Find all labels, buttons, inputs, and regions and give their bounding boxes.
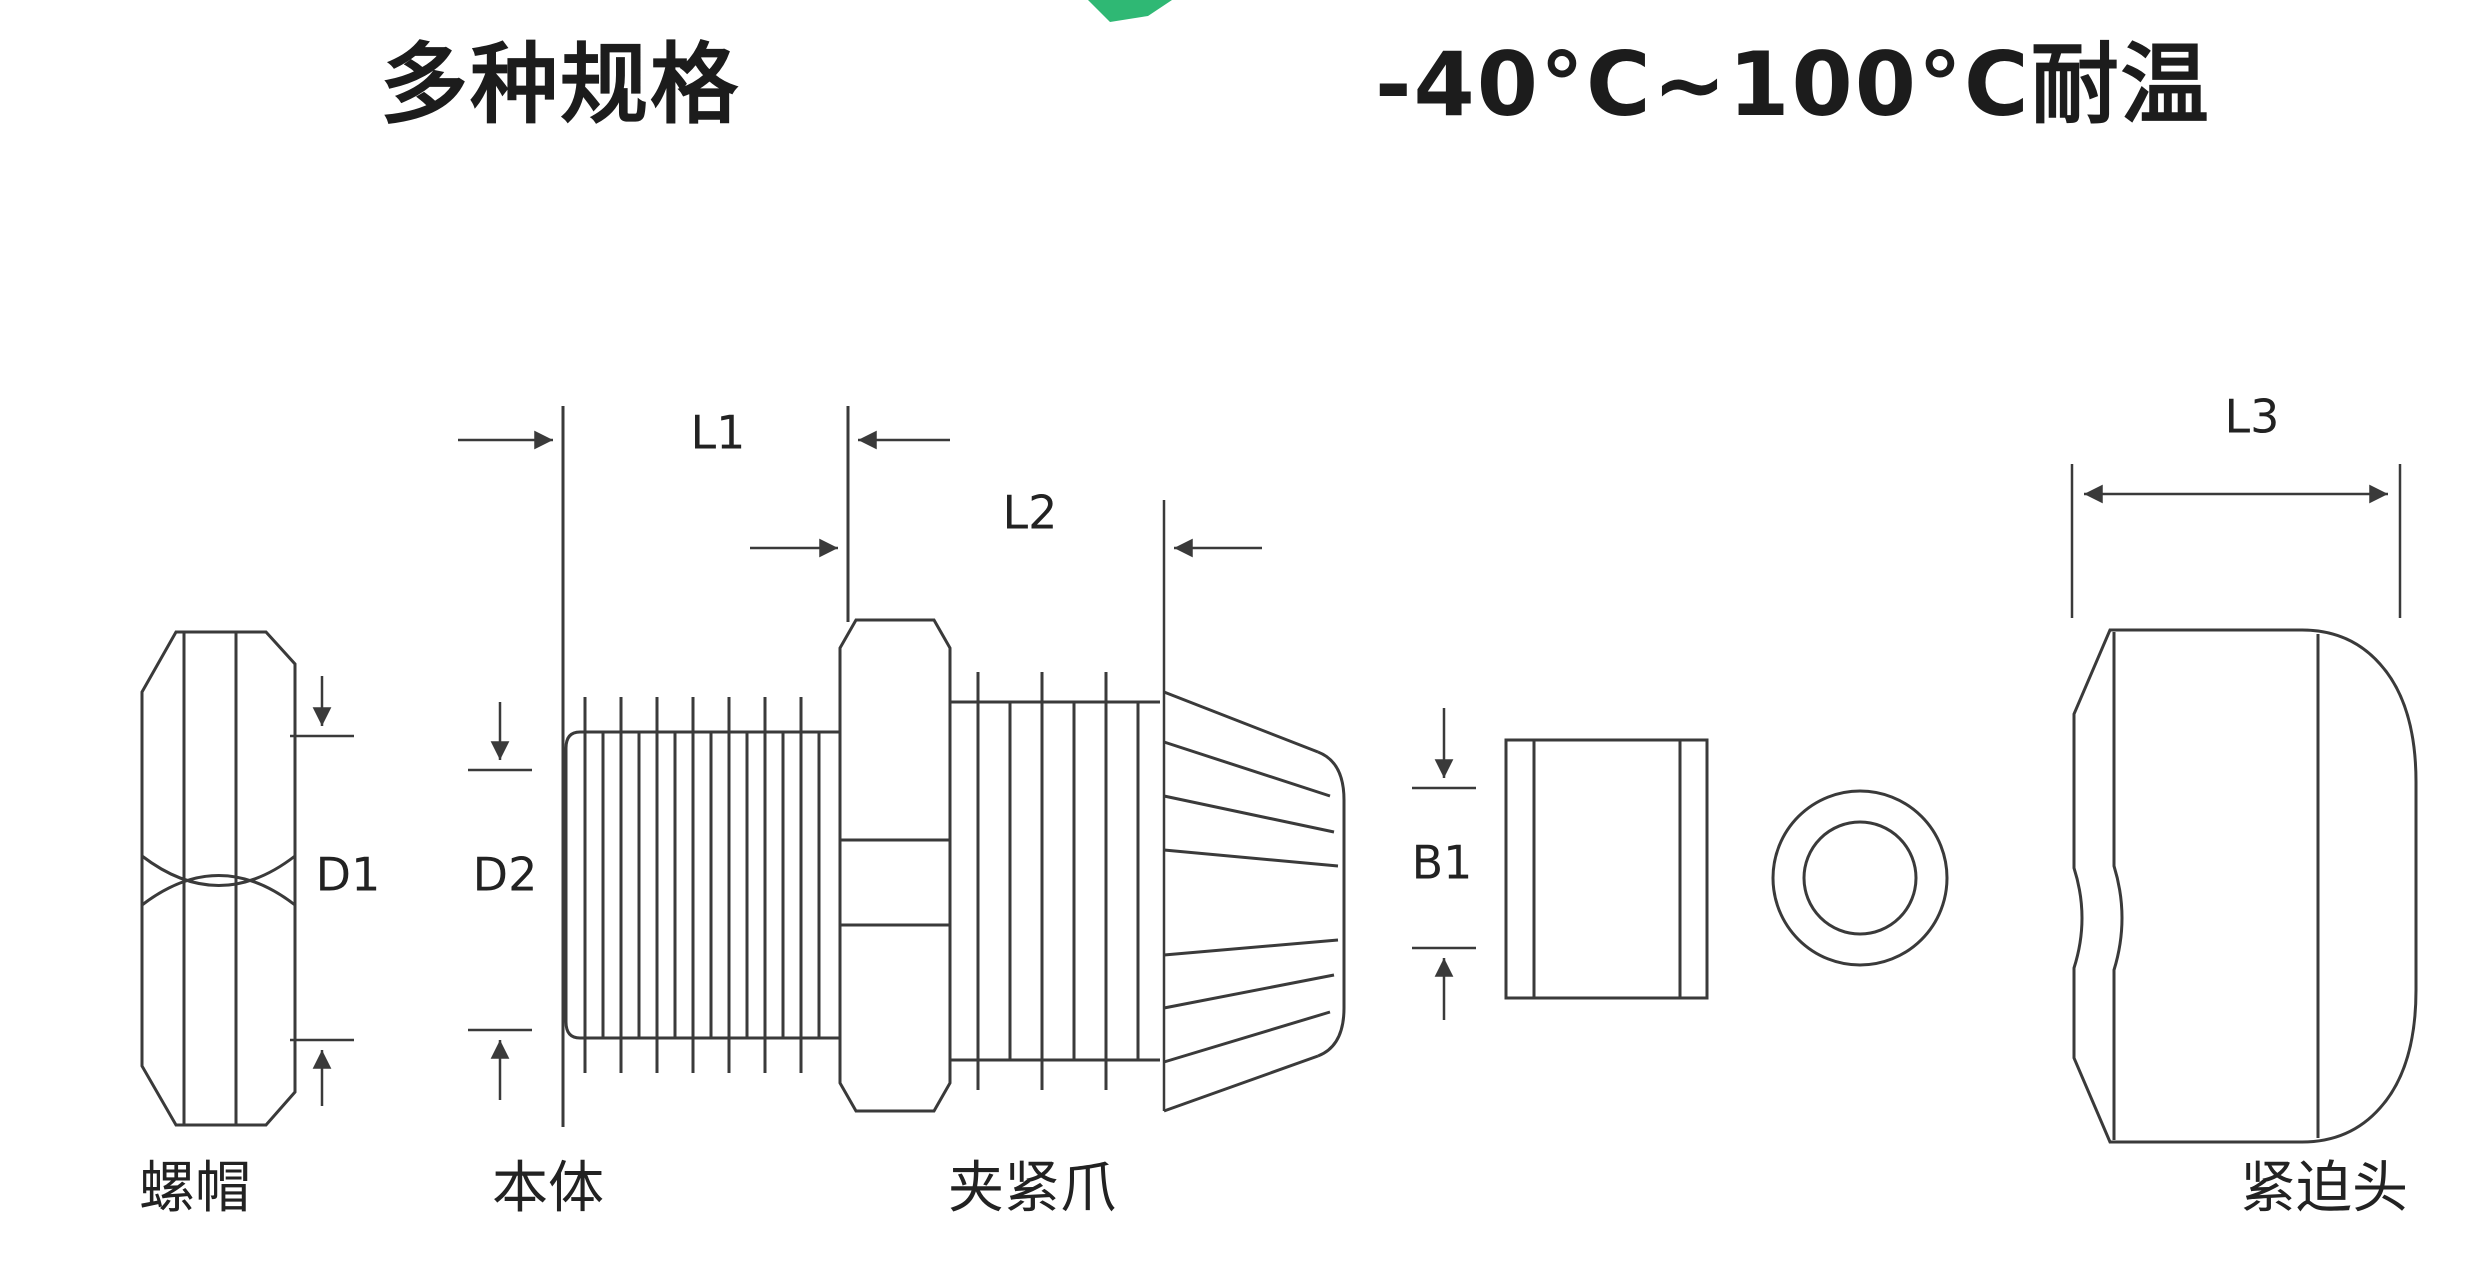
- dim-label-d2: D2: [473, 848, 538, 902]
- part-label-claw: 夹紧爪: [948, 1156, 1116, 1221]
- compression-head-drawing: [2072, 628, 2418, 1144]
- dim-label-d1: D1: [316, 848, 381, 902]
- part-label-nut: 螺帽: [139, 1156, 251, 1221]
- dimension-l2: [750, 500, 1262, 1111]
- dimension-l3: [2070, 464, 2402, 618]
- dim-label-b1: B1: [1412, 836, 1473, 890]
- claw-drawing: [1163, 690, 1346, 1113]
- spec-title: 多种规格: [380, 33, 741, 136]
- temperature-title: -40°C~100°C耐温: [1375, 33, 2211, 136]
- body-drawing: [561, 406, 1160, 1127]
- green-ribbon-accent: [1088, 0, 1172, 22]
- dimension-d2: [468, 702, 532, 1100]
- seal-sleeve-drawing: [1504, 738, 1709, 1000]
- nut-drawing: [140, 630, 297, 1127]
- part-label-head: 紧迫头: [2240, 1156, 2408, 1221]
- dimension-d1: [290, 676, 354, 1106]
- part-label-body: 本体: [492, 1156, 604, 1221]
- dim-label-l2: L2: [1003, 486, 1058, 540]
- o-ring-drawing: [1771, 789, 1949, 967]
- dim-label-l3: L3: [2225, 390, 2280, 444]
- dimension-b1: [1412, 708, 1476, 1020]
- dim-label-l1: L1: [691, 406, 746, 460]
